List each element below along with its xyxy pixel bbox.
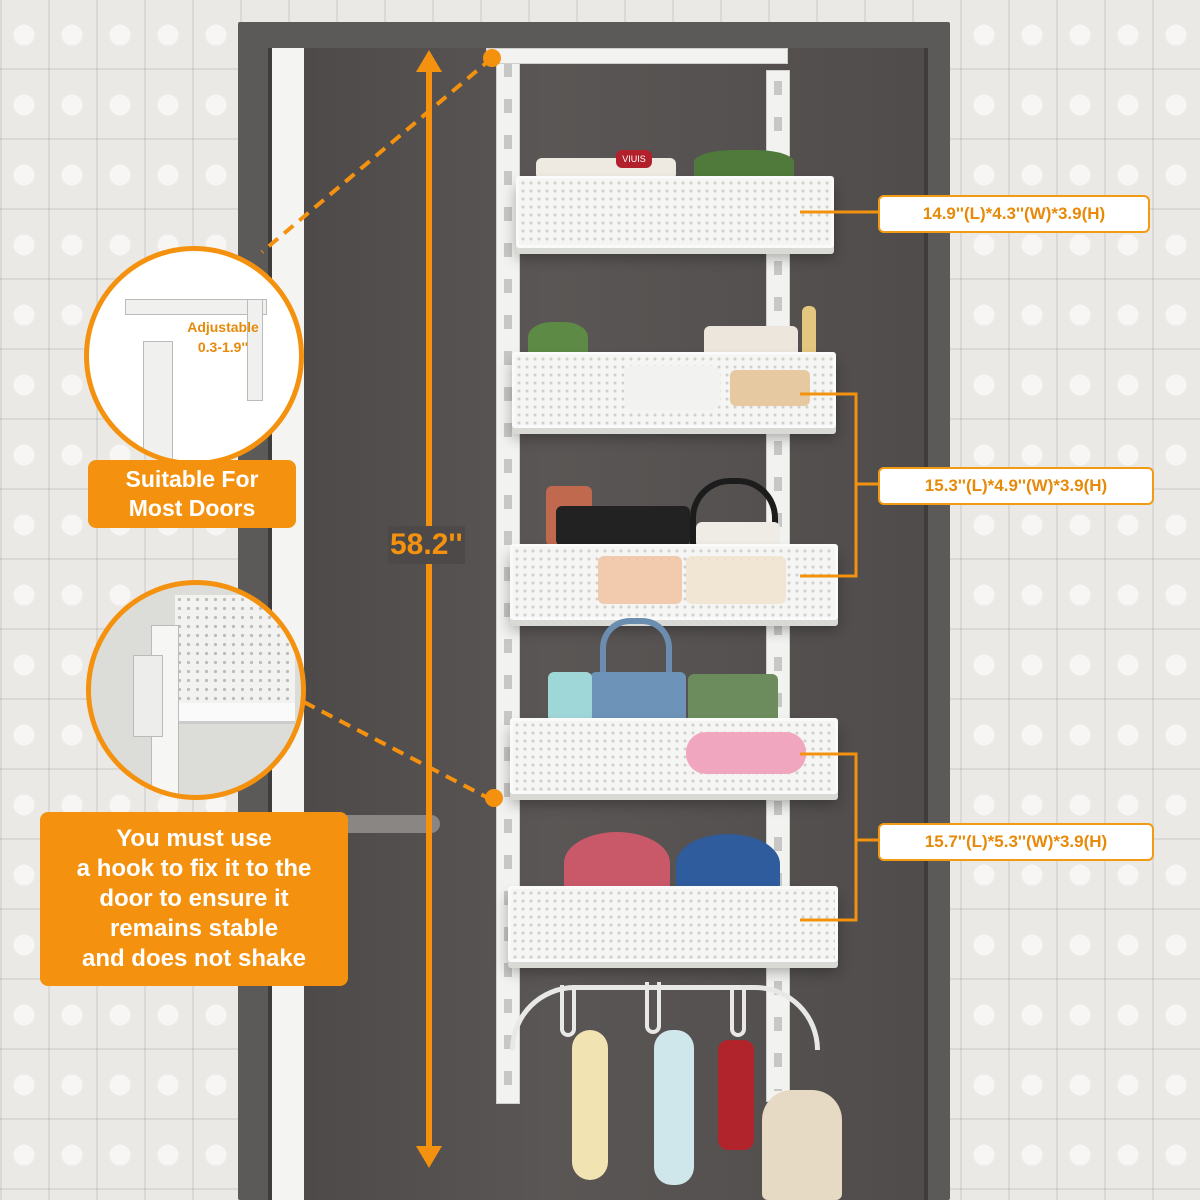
shelf-1 bbox=[516, 176, 834, 248]
suitable-line-2: Most Doors bbox=[128, 495, 256, 521]
shelf-5 bbox=[508, 886, 838, 962]
arrow-down-icon bbox=[416, 1146, 442, 1168]
bracket-top bbox=[125, 299, 267, 315]
stability-warning-box: You must use a hook to fix it to the doo… bbox=[40, 812, 348, 986]
bag-handle bbox=[600, 618, 672, 684]
warning-line-2: a hook to fix it to the bbox=[76, 855, 312, 882]
hook bbox=[645, 982, 661, 1034]
basket-mesh bbox=[175, 595, 295, 705]
basket-rim bbox=[175, 703, 295, 724]
basket-box bbox=[730, 370, 810, 406]
pink-towel bbox=[686, 732, 806, 774]
speaker bbox=[624, 366, 720, 410]
warning-line-4: remains stable bbox=[109, 915, 279, 942]
suitable-for-most-doors-badge: Suitable For Most Doors bbox=[88, 460, 296, 528]
umbrella bbox=[654, 1030, 694, 1185]
plant bbox=[694, 150, 794, 180]
bracket-post bbox=[143, 341, 173, 461]
height-line bbox=[426, 64, 432, 1150]
warning-line-3: door to ensure it bbox=[99, 885, 289, 912]
shelf-3-dimensions-label: 15.7''(L)*5.3''(W)*3.9(H) bbox=[878, 823, 1154, 861]
handbag-handle bbox=[690, 478, 778, 544]
bracket-detail-circle: Adjustable 0.3-1.9'' bbox=[84, 246, 304, 466]
warning-line-5: and does not shake bbox=[81, 945, 307, 972]
keychain bbox=[718, 1040, 754, 1150]
arrow-up-icon bbox=[416, 50, 442, 72]
shelf-1-dimensions-label: 14.9''(L)*4.3''(W)*3.9(H) bbox=[878, 195, 1150, 233]
door-handle bbox=[320, 815, 440, 833]
adjustable-label: Adjustable bbox=[187, 319, 259, 335]
warning-line-1: You must use bbox=[116, 825, 272, 852]
blue-bag bbox=[590, 672, 686, 724]
hook-detail-circle bbox=[86, 580, 306, 800]
pink-hat bbox=[564, 832, 670, 894]
cup bbox=[548, 672, 592, 722]
picture-card bbox=[688, 674, 778, 724]
red-book: VIUIS bbox=[616, 150, 652, 168]
dark-box bbox=[556, 506, 690, 546]
tote-bag bbox=[762, 1090, 842, 1200]
height-label: 58.2'' bbox=[388, 526, 465, 564]
handbag bbox=[696, 522, 780, 548]
candle bbox=[802, 306, 816, 360]
blue-hat bbox=[676, 834, 780, 894]
bracket-arm bbox=[247, 299, 263, 401]
hook bbox=[560, 985, 576, 1037]
umbrella bbox=[572, 1030, 608, 1180]
adjustable-range-label: 0.3-1.9'' bbox=[197, 339, 249, 355]
shelf-2-dimensions-label: 15.3''(L)*4.9''(W)*3.9(H) bbox=[878, 467, 1154, 505]
towel bbox=[686, 556, 786, 604]
hook-plate bbox=[133, 655, 163, 737]
towel bbox=[598, 556, 682, 604]
suitable-line-1: Suitable For bbox=[125, 466, 259, 493]
hook bbox=[730, 985, 746, 1037]
